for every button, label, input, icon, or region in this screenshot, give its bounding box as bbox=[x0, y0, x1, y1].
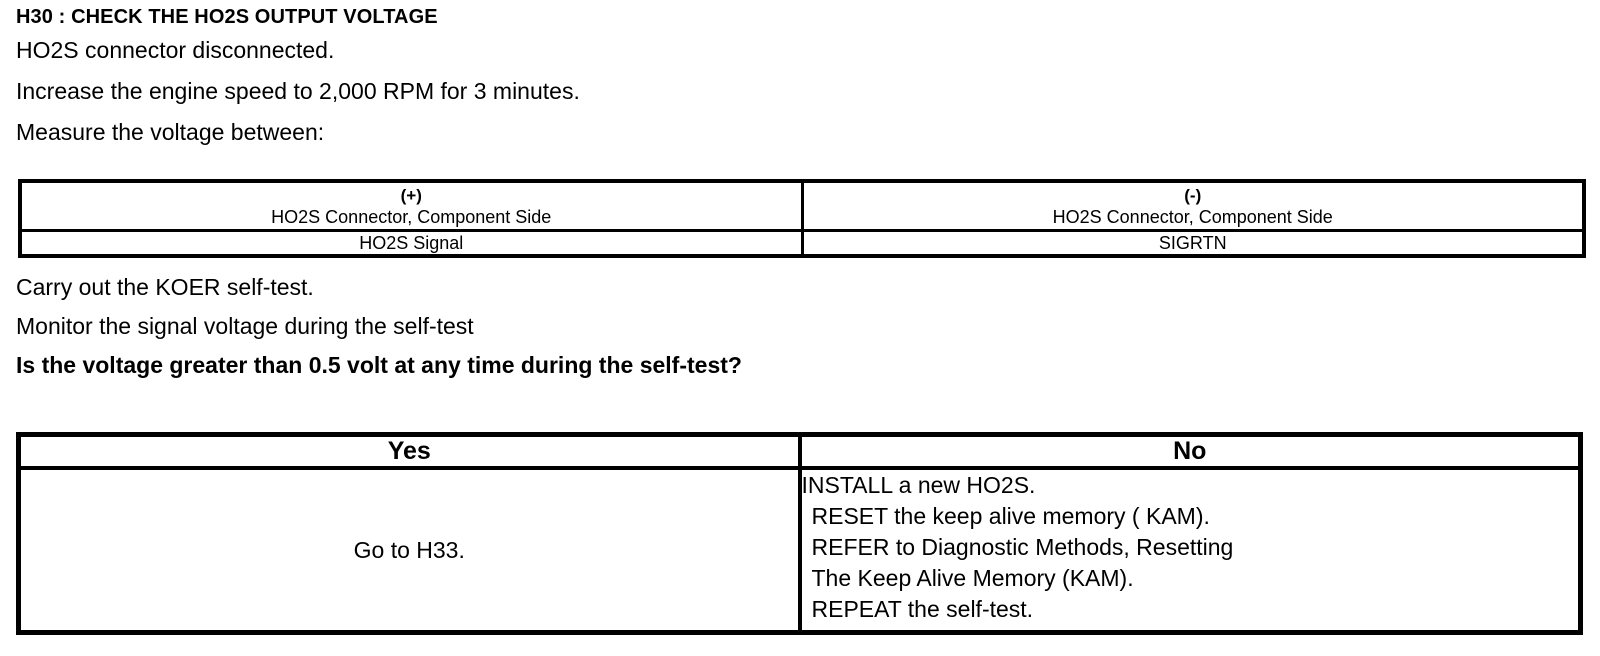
pin-label-negative: SIGRTN bbox=[1158, 233, 1227, 253]
page-title: H30 : CHECK THE HO2S OUTPUT VOLTAGE bbox=[16, 6, 438, 28]
pin-label-positive: HO2S Signal bbox=[359, 233, 464, 253]
measure-cell-negative: (-) HO2S Connector, Component Side bbox=[800, 179, 1586, 232]
decision-question: Is the voltage greater than 0.5 volt at … bbox=[16, 352, 742, 378]
no-action-line-5: REPEAT the self-test. bbox=[811, 596, 1034, 622]
connector-description-positive: HO2S Connector, Component Side bbox=[271, 207, 552, 227]
mid-text-block: Carry out the KOER self-test. Monitor th… bbox=[16, 268, 1576, 385]
instruction-line-1: HO2S connector disconnected. bbox=[16, 37, 335, 63]
connector-description-negative: HO2S Connector, Component Side bbox=[1052, 207, 1333, 227]
no-action-line-3: REFER to Diagnostic Methods, Resetting bbox=[811, 534, 1234, 560]
table-row-polarity: (+) HO2S Connector, Component Side (-) H… bbox=[18, 179, 1586, 232]
measure-cell-positive: (+) HO2S Connector, Component Side bbox=[18, 179, 804, 232]
polarity-sign-positive: (+) bbox=[400, 186, 422, 205]
instruction-line-2: Increase the engine speed to 2,000 RPM f… bbox=[16, 78, 580, 104]
polarity-sign-negative: (-) bbox=[1184, 186, 1202, 205]
decision-header-yes: Yes bbox=[16, 432, 802, 470]
intro-text-block: H30 : CHECK THE HO2S OUTPUT VOLTAGE HO2S… bbox=[16, 4, 1576, 153]
no-action-line-4: The Keep Alive Memory (KAM). bbox=[811, 565, 1134, 591]
mid-line-2: Monitor the signal voltage during the se… bbox=[16, 313, 474, 339]
table-row-decision-header: Yes No bbox=[16, 432, 1583, 470]
decision-table: Yes No Go to H33. INSTALL a new HO2S. RE… bbox=[16, 432, 1583, 635]
no-action-line-1: INSTALL a new HO2S. bbox=[801, 472, 1036, 498]
table-row-pins: HO2S Signal SIGRTN bbox=[18, 229, 1586, 258]
measure-pin-cell-positive: HO2S Signal bbox=[18, 229, 804, 258]
decision-header-no: No bbox=[797, 432, 1583, 470]
no-action-line-2: RESET the keep alive memory ( KAM). bbox=[811, 503, 1210, 529]
table-row-decision-body: Go to H33. INSTALL a new HO2S. RESET the… bbox=[16, 466, 1583, 635]
decision-action-yes: Go to H33. bbox=[16, 466, 802, 635]
measurement-table: (+) HO2S Connector, Component Side (-) H… bbox=[18, 179, 1586, 258]
instruction-line-3: Measure the voltage between: bbox=[16, 119, 325, 145]
mid-line-1: Carry out the KOER self-test. bbox=[16, 274, 314, 300]
decision-action-no: INSTALL a new HO2S. RESET the keep alive… bbox=[797, 466, 1583, 635]
measure-pin-cell-negative: SIGRTN bbox=[800, 229, 1586, 258]
